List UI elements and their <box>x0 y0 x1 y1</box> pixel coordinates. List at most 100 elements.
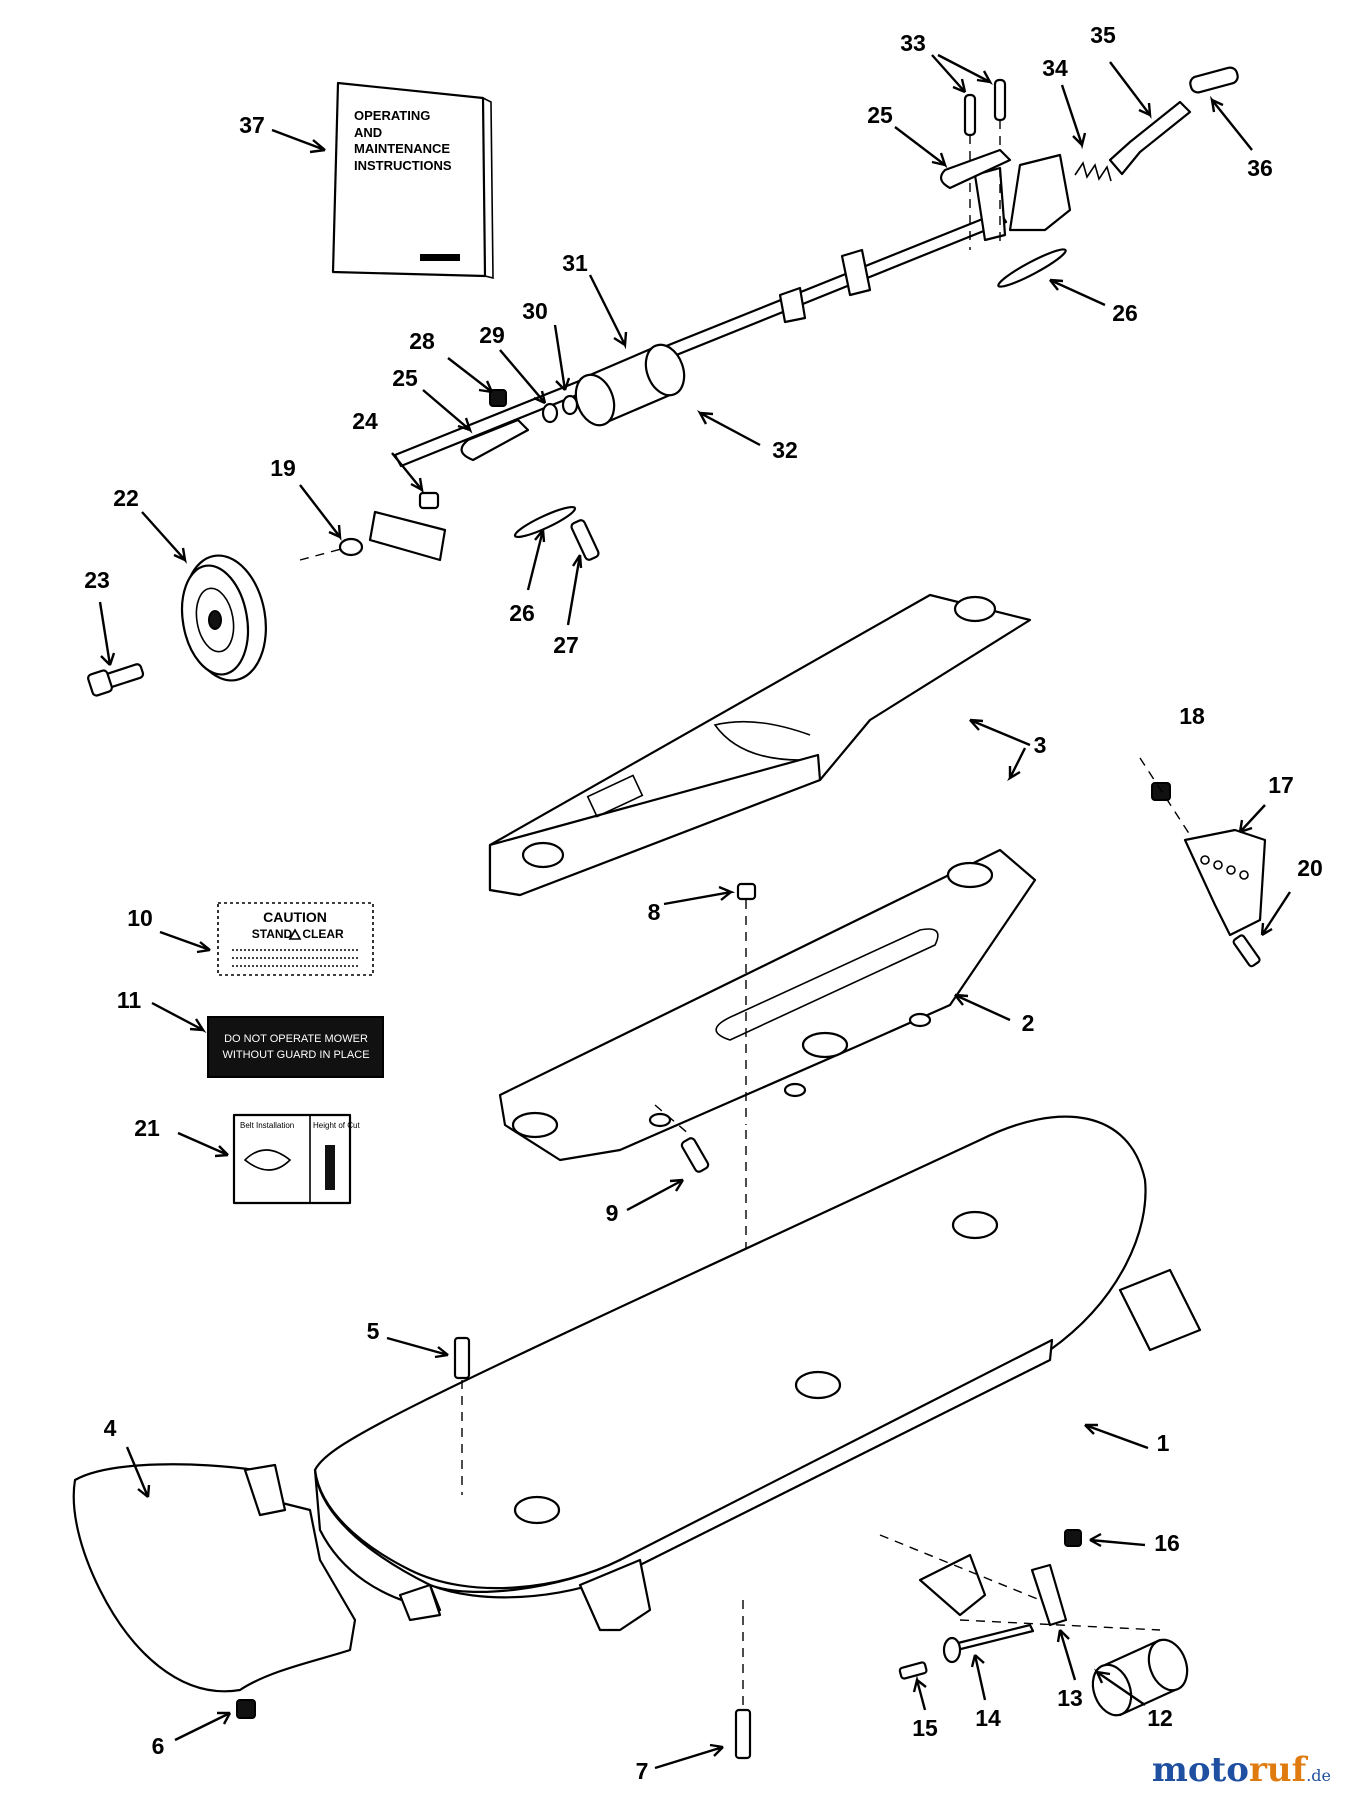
mower-deck-1 <box>313 1115 1202 1632</box>
callout-11: 11 <box>117 987 142 1013</box>
belt-label: Belt Installation <box>240 1121 294 1130</box>
callout-2: 2 <box>1022 1010 1035 1036</box>
bracket-17 <box>1183 828 1267 937</box>
screw-15 <box>898 1661 928 1680</box>
callout-25-lower: 25 <box>392 365 418 391</box>
bolt-23 <box>87 663 145 697</box>
callout-27: 27 <box>553 632 579 658</box>
callout-35: 35 <box>1090 22 1116 48</box>
caution-decal-10: CAUTION STAND CLEAR <box>217 902 374 976</box>
axle-14 <box>948 1623 1035 1653</box>
callout-3: 3 <box>1034 732 1047 758</box>
callout-10: 10 <box>127 905 153 931</box>
slot-2c <box>908 1012 932 1028</box>
washer-30 <box>561 394 579 416</box>
manual-line-1: OPERATING <box>354 108 430 123</box>
watermark-suffix: .de <box>1306 1766 1331 1785</box>
spindle-hole-center <box>794 1370 842 1400</box>
callout-26-lower: 26 <box>509 600 535 626</box>
caution-sub2: CLEAR <box>302 927 344 941</box>
pin-33b <box>993 78 1007 122</box>
axle-plate <box>368 510 447 562</box>
callout-5: 5 <box>367 1318 380 1344</box>
callout-13: 13 <box>1057 1685 1083 1711</box>
nut-24 <box>418 491 440 510</box>
deck-frame-2 <box>498 848 1037 1162</box>
callout-33: 33 <box>900 30 926 56</box>
callout-12: 12 <box>1147 1705 1173 1731</box>
watermark-brand-a: moto <box>1151 1750 1249 1790</box>
manual-line-3: MAINTENANCE <box>354 141 450 156</box>
manual-line-4: INSTRUCTIONS <box>354 158 452 173</box>
guard-line-1: DO NOT OPERATE MOWER <box>224 1033 368 1045</box>
callout-23: 23 <box>84 567 110 593</box>
clip-25-lower <box>460 418 530 462</box>
callout-26-upper: 26 <box>1112 300 1138 326</box>
pin-33a <box>963 93 977 137</box>
grip-36 <box>1189 66 1239 94</box>
callout-numbers: 37 33 25 34 35 36 26 31 30 29 28 25 32 2… <box>84 22 1323 1784</box>
slot-2b <box>783 1082 807 1098</box>
axle-assembly <box>299 66 1239 562</box>
washer-19 <box>338 537 364 557</box>
callout-4: 4 <box>104 1415 117 1441</box>
discharge-chute-4 <box>72 1463 357 1693</box>
handle-35 <box>1108 100 1192 176</box>
bolt-5 <box>453 1336 471 1380</box>
leader-lines <box>98 53 1292 1770</box>
bolt-20 <box>1232 934 1261 968</box>
nut-6 <box>236 1699 256 1719</box>
manual-line-2: AND <box>354 125 382 140</box>
callout-20: 20 <box>1297 855 1323 881</box>
clip-25-upper <box>939 148 1012 190</box>
belt-guard-3 <box>488 593 1032 897</box>
guard-decal-11: DO NOT OPERATE MOWER WITHOUT GUARD IN PL… <box>207 1016 384 1078</box>
washer-26-upper <box>997 248 1067 288</box>
instruction-decal-21: Belt Installation Height of Cut <box>232 1113 360 1205</box>
guard-line-2: WITHOUT GUARD IN PLACE <box>222 1049 369 1061</box>
callout-24: 24 <box>352 408 378 434</box>
nut-16 <box>1064 1529 1082 1547</box>
warning-icon <box>288 928 302 940</box>
callout-6: 6 <box>152 1733 165 1759</box>
callout-17: 17 <box>1268 772 1294 798</box>
height-label: Height of Cut <box>313 1121 360 1130</box>
wheel-22 <box>180 554 267 682</box>
callout-15: 15 <box>912 1715 938 1741</box>
nut-8 <box>736 882 757 901</box>
caution-title: CAUTION <box>263 909 327 925</box>
callout-25-upper: 25 <box>867 102 893 128</box>
roller-31 <box>574 343 686 427</box>
callout-14: 14 <box>975 1705 1001 1731</box>
operator-manual: OPERATING AND MAINTENANCE INSTRUCTIONS <box>331 81 494 280</box>
bolt-27 <box>570 519 600 561</box>
callout-9: 9 <box>606 1200 619 1226</box>
stud-9 <box>680 1137 710 1173</box>
callout-31: 31 <box>562 250 588 276</box>
callout-18: 18 <box>1179 703 1205 729</box>
manual-logo <box>420 254 460 261</box>
bracket-13 <box>1030 1563 1068 1627</box>
callout-32: 32 <box>772 437 798 463</box>
watermark-brand-b: ruf <box>1248 1750 1307 1790</box>
watermark-logo: motoruf.de <box>1152 1750 1331 1790</box>
callout-1: 1 <box>1157 1430 1170 1456</box>
callout-21: 21 <box>134 1115 160 1141</box>
callout-30: 30 <box>522 298 548 324</box>
callout-34: 34 <box>1042 55 1068 81</box>
callout-8: 8 <box>648 899 661 925</box>
spindle-hole-left <box>513 1495 561 1525</box>
callout-22: 22 <box>113 485 139 511</box>
callout-37: 37 <box>239 112 265 138</box>
spring-34 <box>1074 161 1112 182</box>
bolt-7 <box>734 1708 752 1760</box>
washer-29 <box>541 402 559 424</box>
callout-16: 16 <box>1154 1530 1180 1556</box>
callout-28: 28 <box>409 328 435 354</box>
nut-28 <box>489 389 507 407</box>
washer-26-lower <box>513 505 577 539</box>
slot-2a <box>648 1112 672 1128</box>
washer-14 <box>942 1636 962 1664</box>
callout-29: 29 <box>479 322 505 348</box>
